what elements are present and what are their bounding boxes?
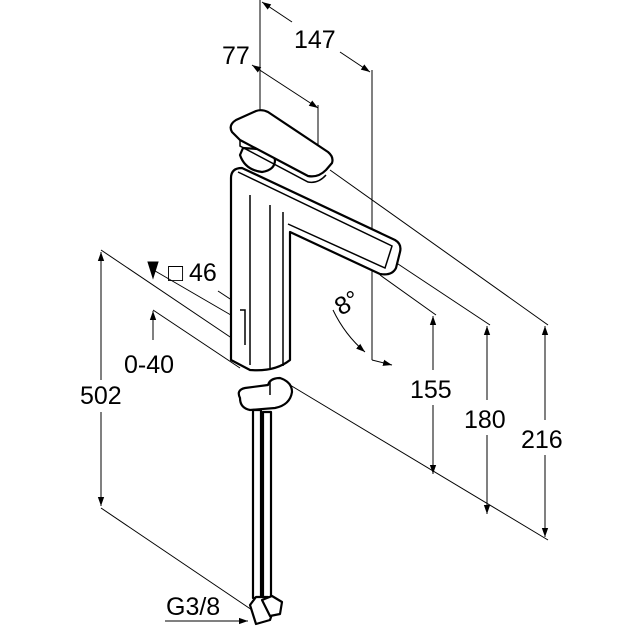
label-spout-height: 155	[410, 376, 452, 404]
label-connection-thread: G3/8	[166, 593, 220, 621]
dimension-lines	[97, 1, 549, 625]
label-body-square: 46	[189, 259, 217, 287]
supply-hoses	[248, 408, 284, 626]
extension-lines	[100, 0, 549, 611]
label-tilt-angle: 8°	[330, 285, 365, 321]
dimension-labels: 147 77 □ 46 8° 0-40 502 155 180 216 G3/8	[80, 26, 563, 621]
label-handle-offset: 77	[222, 42, 250, 70]
label-spout-reach: 147	[294, 26, 336, 54]
label-total-height: 216	[521, 426, 563, 454]
mounting-base	[237, 376, 294, 412]
label-outlet-height: 180	[464, 406, 506, 434]
lever-handle	[229, 109, 334, 184]
label-hose-length: 502	[80, 382, 122, 410]
label-square-symbol: □	[168, 259, 184, 287]
label-counter-thickness: 0-40	[124, 351, 174, 379]
faucet-body	[229, 166, 402, 372]
